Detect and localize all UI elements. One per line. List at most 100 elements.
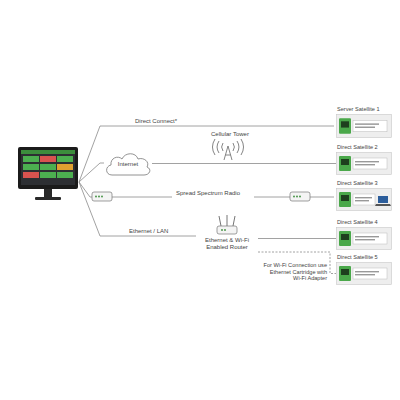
satellite-device-part bbox=[341, 195, 349, 201]
satellite-device-part bbox=[353, 233, 387, 244]
computer-monitor-part bbox=[21, 150, 75, 154]
cloud-node: Internet bbox=[104, 150, 152, 177]
satellite-device-part bbox=[355, 239, 375, 240]
router-icon bbox=[196, 214, 258, 236]
satellite-device-part bbox=[339, 231, 351, 246]
computer-monitor-part bbox=[23, 156, 39, 162]
satellite-device-part bbox=[341, 121, 349, 127]
router-node: Ethernet & Wi-Fi Enabled Router bbox=[196, 214, 258, 253]
satellite-device-part bbox=[378, 196, 388, 203]
satellite-device-part bbox=[341, 159, 349, 165]
radio-modem-part bbox=[290, 192, 310, 201]
satellite-device-part bbox=[355, 274, 375, 275]
connection-wires-part bbox=[254, 197, 290, 198]
computer-monitor-part bbox=[44, 189, 52, 198]
satellite-device-part bbox=[355, 271, 379, 272]
satellite-device-part bbox=[355, 123, 379, 124]
node-text: Ethernet & Wi-Fi Enabled Router bbox=[196, 236, 258, 253]
line-label: Direct Connect* bbox=[134, 118, 178, 125]
connection-wires-part bbox=[79, 182, 92, 197]
radio-modem-part bbox=[293, 196, 295, 198]
connection-wires-part bbox=[79, 163, 104, 182]
router-icon-part bbox=[224, 229, 226, 231]
satellite-device bbox=[336, 227, 392, 250]
radio-modem bbox=[290, 192, 310, 201]
satellite-device-part bbox=[339, 156, 351, 171]
radio-modem bbox=[92, 192, 112, 201]
satellite-device-part bbox=[337, 228, 392, 250]
connector-line bbox=[152, 163, 336, 164]
cellular-tower-part bbox=[217, 141, 239, 153]
computer-monitor-part bbox=[57, 172, 73, 178]
satellite-device-part bbox=[341, 269, 349, 275]
line-label: Spread Spectrum Radio bbox=[175, 190, 241, 197]
satellite-device-part bbox=[353, 158, 387, 169]
satellite-box: Direct Satellite 5 bbox=[336, 262, 392, 285]
node-text: Internet bbox=[118, 161, 138, 168]
connection-wires-part bbox=[310, 197, 334, 198]
satellite-device-part bbox=[375, 204, 391, 206]
satellite-heading: Direct Satellite 5 bbox=[337, 254, 378, 261]
radio-modem-part bbox=[95, 196, 97, 198]
computer-monitor-part bbox=[18, 147, 78, 189]
computer-monitor-part bbox=[57, 164, 73, 170]
computer-monitor-part bbox=[40, 164, 56, 170]
satellite-heading: Direct Satellite 3 bbox=[337, 180, 378, 187]
computer-monitor-part bbox=[40, 172, 56, 178]
satellite-device-part bbox=[337, 263, 392, 285]
satellite-box: Server Satellite 1 bbox=[336, 114, 392, 138]
radio-modem-part bbox=[296, 196, 298, 198]
satellite-device-part bbox=[353, 120, 387, 131]
satellite-box: Direct Satellite 2 bbox=[336, 152, 392, 175]
cellular-tower-part bbox=[222, 143, 235, 151]
router-icon-part bbox=[219, 215, 235, 226]
computer-monitor bbox=[18, 147, 78, 200]
satellite-device bbox=[336, 152, 392, 175]
connection-wires-part bbox=[79, 126, 334, 182]
satellite-heading: Direct Satellite 2 bbox=[337, 144, 378, 151]
satellite-device bbox=[336, 262, 392, 285]
computer-monitor-part bbox=[23, 164, 39, 170]
connector-line bbox=[258, 238, 336, 239]
cloud-shape-part bbox=[107, 154, 150, 175]
satellite-device-part bbox=[339, 118, 351, 134]
satellite-box: Direct Satellite 4 bbox=[336, 227, 392, 250]
radio-modem-part bbox=[98, 196, 100, 198]
satellite-heading: Direct Satellite 4 bbox=[337, 219, 378, 226]
cellular-tower-part bbox=[224, 146, 232, 160]
line-label: Ethernet / LAN bbox=[128, 228, 169, 235]
satellite-device-part bbox=[355, 127, 375, 128]
computer-monitor-part bbox=[23, 172, 39, 178]
satellite-device-part bbox=[341, 234, 349, 240]
satellite-device-part bbox=[353, 268, 387, 279]
satellite-device bbox=[336, 114, 392, 138]
connection-wires-part bbox=[112, 197, 172, 198]
cellular-tower-part bbox=[213, 139, 244, 155]
radio-modem-part bbox=[299, 196, 301, 198]
satellite-device-part bbox=[337, 115, 392, 138]
satellite-device-part bbox=[355, 161, 379, 162]
radio-modem-part bbox=[92, 192, 112, 201]
satellite-device-part bbox=[339, 266, 351, 281]
satellite-heading: Server Satellite 1 bbox=[337, 106, 380, 113]
router-icon-part bbox=[217, 226, 237, 234]
satellite-device-part bbox=[353, 194, 375, 205]
satellite-device-part bbox=[355, 200, 369, 201]
computer-monitor-part bbox=[40, 156, 56, 162]
computer-monitor-part bbox=[57, 156, 73, 162]
router-icon-part bbox=[221, 229, 223, 231]
satellite-box: Direct Satellite 3 bbox=[336, 188, 392, 211]
connection-wires bbox=[79, 126, 334, 236]
satellite-device-part bbox=[337, 189, 392, 211]
cellular-tower bbox=[213, 139, 244, 160]
line-label: Cellular Tower bbox=[210, 131, 250, 138]
satellite-device-part bbox=[355, 164, 375, 165]
satellite-device bbox=[336, 188, 392, 211]
satellite-device-part bbox=[355, 197, 372, 198]
note-text: For Wi-Fi Connection use Ethernet Cartri… bbox=[262, 262, 328, 282]
radio-modem-part bbox=[101, 196, 103, 198]
computer-monitor-part bbox=[35, 197, 61, 200]
satellite-device-part bbox=[337, 153, 392, 175]
satellite-device-part bbox=[355, 236, 379, 237]
